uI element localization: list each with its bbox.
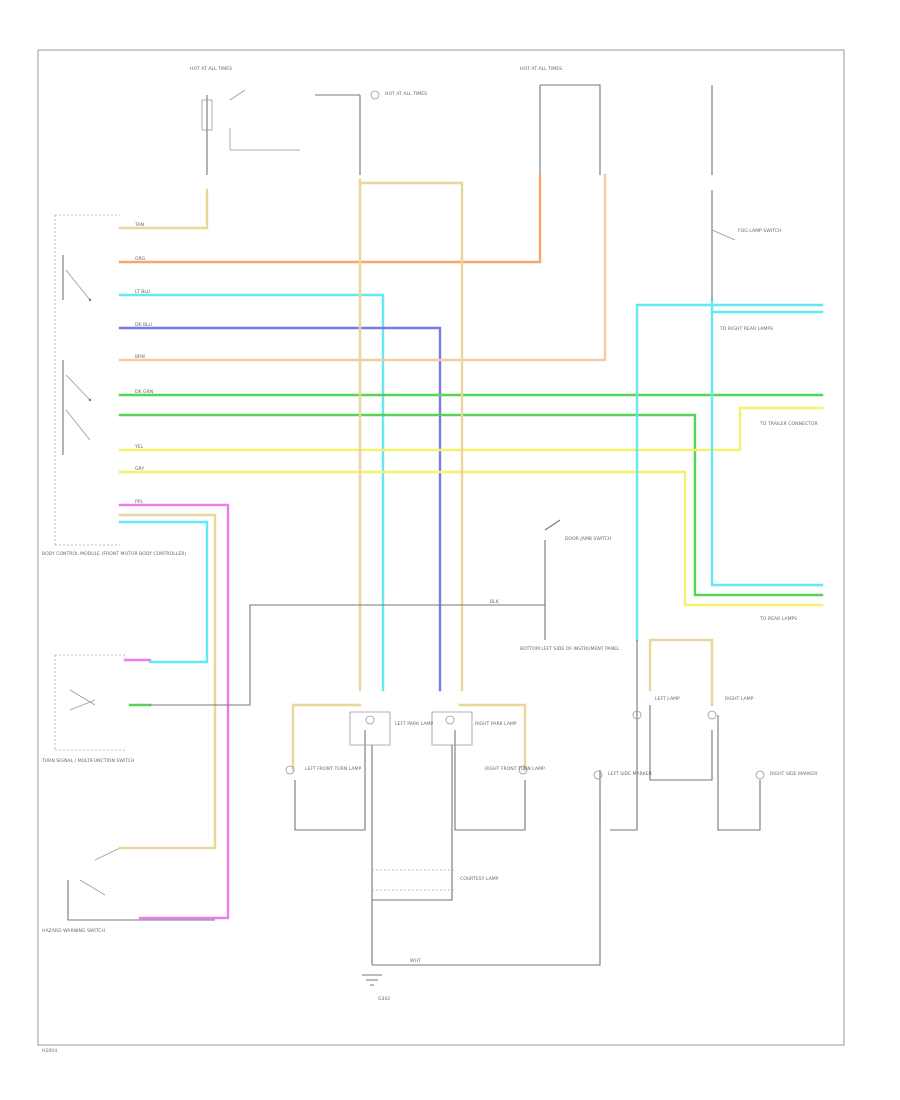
lamp-l-side-label: LEFT SIDE MARKER — [608, 771, 653, 777]
turn-signal-switch: TURN SIGNAL / MULTIFUNCTION SWITCH — [41, 654, 134, 764]
wire-light-orange — [118, 173, 607, 362]
lamp-lf-turn: LEFT FRONT TURN LAMP — [285, 703, 366, 831]
hazard-switch-label: HAZARD WARNING SWITCH — [42, 928, 105, 934]
power-source-right: HOT AT ALL TIMES — [520, 66, 713, 175]
wire-gray-ground — [150, 604, 545, 706]
lamp-rf-turn-label: RIGHT FRONT TURN LAMP — [485, 766, 545, 772]
lamp-r-side: RIGHT SIDE MARKER — [755, 770, 818, 780]
lamp-l-side: LEFT SIDE MARKER — [593, 770, 653, 830]
fog-switch-label: FOG LAMP SWITCH — [738, 228, 781, 234]
wire-cyan-right — [635, 303, 824, 642]
wire-pink — [118, 503, 230, 920]
right-ref-lower: TO REAR LAMPS — [759, 616, 797, 622]
door-switch-label: DOOR JAMB SWITCH — [565, 536, 611, 542]
lamp-rf-turn: RIGHT FRONT TURN LAMP — [454, 703, 545, 831]
label-dkblu: DK BLU — [135, 322, 152, 328]
lamp-l-rear-label: LEFT LAMP — [655, 696, 680, 702]
ground-bottom: G302 — [362, 974, 390, 1002]
label-org: ORG — [135, 256, 146, 262]
label-brn: BRN — [135, 354, 145, 360]
wire-tan-vertical-2 — [358, 181, 464, 692]
wire-orange — [118, 173, 542, 264]
wire-blue — [118, 326, 442, 692]
footer-code: H2004 — [42, 1048, 57, 1054]
body-control-module: BODY CONTROL MODULE (FRONT MOTOR BODY CO… — [42, 214, 186, 557]
label-yel: YEL — [134, 444, 144, 450]
courtesy-lamp: COURTESY LAMP — [372, 869, 499, 891]
wire-yellow-1 — [118, 406, 824, 452]
lamp-lf-turn-label: LEFT FRONT TURN LAMP — [305, 766, 361, 772]
lamp-rf-park-label: RIGHT PARK LAMP — [475, 721, 517, 727]
ground-bottom-label: G302 — [378, 996, 390, 1002]
power-source-left-label: HOT AT ALL TIMES — [190, 66, 232, 72]
hazard-switch: HAZARD WARNING SWITCH — [42, 847, 215, 934]
label-dkgrn: DK GRN — [135, 389, 153, 395]
wire-gray-bottom — [372, 800, 601, 966]
label-tan: TAN — [134, 222, 144, 228]
wire-tan-top — [118, 188, 209, 230]
wire-yellow-2 — [118, 470, 824, 607]
label-blk: BLK — [490, 599, 500, 605]
lamp-l-rear: LEFT LAMP — [610, 638, 714, 831]
door-jamb-switch: DOOR JAMB SWITCH BOTTOM LEFT SIDE OF INS… — [520, 519, 620, 652]
fog-lamp-switch: FOG LAMP SWITCH — [711, 190, 781, 300]
wire-green-2 — [118, 413, 824, 597]
wire-cyan-right-2 — [710, 298, 824, 587]
courtesy-lamp-label: COURTESY LAMP — [460, 876, 499, 882]
label-ppl: PPL — [135, 499, 144, 505]
lamp-lf-park-label: LEFT PARK LAMP — [395, 721, 433, 727]
label-wht: WHT — [410, 958, 421, 964]
diagram-frame — [37, 49, 845, 1046]
wire-cyan — [118, 293, 385, 692]
right-ref-middle: TO TRAILER CONNECTOR — [759, 421, 819, 427]
lamp-rf-park: RIGHT PARK LAMP — [431, 711, 517, 746]
turn-signal-switch-label: TURN SIGNAL / MULTIFUNCTION SWITCH — [41, 758, 134, 764]
power-source-right-label: HOT AT ALL TIMES — [520, 66, 562, 72]
wire-cyan-left-lower — [118, 520, 209, 664]
lamp-r-rear: RIGHT LAMP — [707, 696, 761, 831]
power-source-mid-label: HOT AT ALL TIMES — [385, 91, 427, 97]
label-gry: GRY — [135, 466, 144, 472]
lamp-lf-park: LEFT PARK LAMP — [349, 711, 433, 746]
bcm-label: BODY CONTROL MODULE (FRONT MOTOR BODY CO… — [42, 551, 186, 557]
wire-tan-left-lower — [118, 513, 217, 850]
wire-gray-center — [371, 745, 453, 965]
power-source-mid: HOT AT ALL TIMES — [315, 90, 427, 175]
right-ref-upper: TO RIGHT REAR LAMPS — [719, 326, 773, 332]
label-ltblu: LT BLU — [135, 289, 150, 295]
lamp-r-rear-label: RIGHT LAMP — [725, 696, 754, 702]
lamp-r-side-label: RIGHT SIDE MARKER — [770, 771, 818, 777]
ground-center-label: BOTTOM LEFT SIDE OF INSTRUMENT PANEL — [520, 646, 620, 652]
